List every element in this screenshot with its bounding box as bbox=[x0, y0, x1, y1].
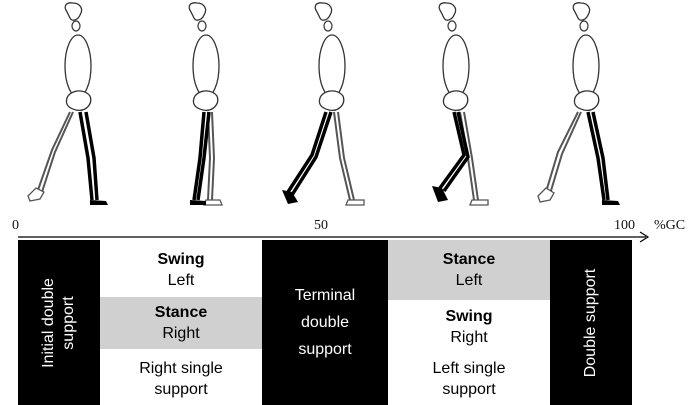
gait-figures bbox=[27, 2, 620, 206]
axis-label-mid: 50 bbox=[314, 218, 328, 233]
label-line2: support bbox=[442, 381, 496, 398]
double-support-block: Double support bbox=[550, 240, 632, 405]
swing-side: Left bbox=[167, 272, 195, 289]
stance-side: Right bbox=[162, 325, 200, 342]
stance-title: Stance bbox=[442, 251, 496, 268]
swing-side: Right bbox=[450, 329, 488, 346]
terminal-line3: support bbox=[298, 341, 352, 358]
axis-label-start: 0 bbox=[12, 218, 19, 233]
terminal-double-support-block: Terminal double support bbox=[262, 240, 388, 405]
terminal-double-support-label: Terminal double support bbox=[262, 240, 388, 405]
stance-side: Left bbox=[455, 272, 483, 289]
axis-unit-label: %GC bbox=[654, 218, 686, 233]
right-single-support-label: Right single support bbox=[100, 354, 262, 404]
initial-double-support-label: Initial double support bbox=[40, 277, 77, 368]
terminal-line1: Terminal bbox=[294, 287, 356, 304]
axis-label-end: 100 bbox=[614, 218, 635, 233]
initial-double-support-block: Initial double support bbox=[18, 240, 100, 405]
swing-left-cell: Swing Left bbox=[100, 245, 262, 295]
label-line1: Right single bbox=[139, 360, 223, 377]
right-single-support-block: Swing Left Stance Right Right single sup… bbox=[100, 240, 262, 405]
swing-title: Swing bbox=[157, 251, 205, 268]
stance-title: Stance bbox=[154, 304, 208, 321]
figure-terminal-swing bbox=[537, 2, 620, 205]
stance-right-cell: Stance Right bbox=[100, 297, 262, 349]
figure-initial-contact bbox=[27, 2, 108, 205]
swing-title: Swing bbox=[445, 308, 493, 325]
double-support-label: Double support bbox=[582, 268, 599, 377]
swing-right-cell: Swing Right bbox=[388, 302, 550, 352]
figure-mid-swing bbox=[432, 2, 489, 206]
gait-cycle-axis bbox=[18, 231, 650, 243]
figure-loading-response bbox=[188, 2, 223, 206]
left-single-support-block: Stance Left Swing Right Left single supp… bbox=[388, 240, 550, 405]
figure-terminal-stance bbox=[282, 2, 365, 206]
terminal-line2: double bbox=[300, 314, 350, 331]
stance-left-cell: Stance Left bbox=[388, 240, 550, 300]
label-line2: support bbox=[154, 381, 208, 398]
label-line1: Left single bbox=[432, 360, 506, 377]
left-single-support-label: Left single support bbox=[388, 354, 550, 404]
